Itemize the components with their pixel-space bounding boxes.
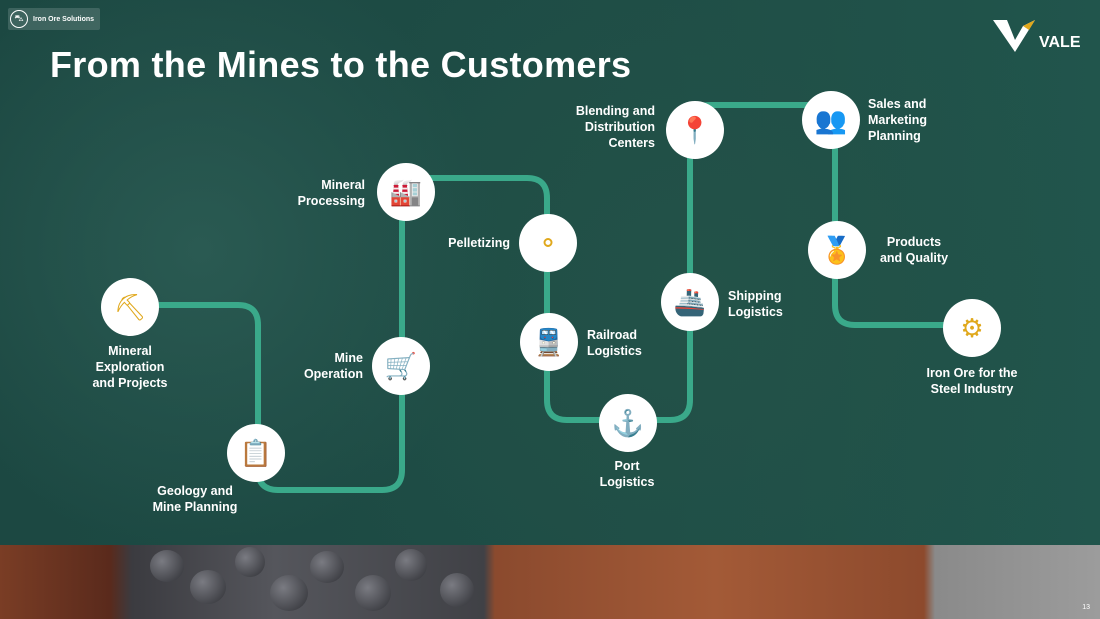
factory-icon: 🏭: [389, 176, 423, 207]
step-node-10: 👥: [802, 91, 860, 149]
step-label-8: Shipping Logistics: [728, 289, 783, 319]
step-label-3: Mine Operation: [303, 351, 363, 381]
vale-logo: VALE: [993, 18, 1080, 52]
page-number: 13: [1082, 604, 1090, 611]
step-node-4: 🏭: [377, 163, 435, 221]
step-node-9: 📍: [666, 101, 724, 159]
port-crane-icon: ⚓: [611, 407, 645, 438]
ore-texture-strip: [0, 545, 1100, 619]
step-node-3: 🛒: [372, 337, 430, 395]
step-label-11: Products and Quality: [879, 235, 949, 265]
quality-badge-icon: 🏅: [820, 234, 854, 265]
step-label-2: Geology and Mine Planning: [152, 484, 238, 514]
step-label-7: Port Logistics: [599, 459, 655, 489]
step-label-5: Pelletizing: [448, 236, 510, 250]
route-pin-icon: 📍: [678, 114, 712, 145]
people-icon: 👥: [814, 104, 848, 135]
pellets-icon: ⚬: [537, 227, 559, 258]
step-label-10: Sales and Marketing Planning: [868, 97, 928, 143]
ship-icon: 🚢: [673, 286, 707, 317]
logo-text: VALE: [1039, 34, 1081, 51]
pickaxe-icon: ⛏: [113, 291, 147, 322]
step-label-9: Blending and Distribution Centers: [575, 104, 655, 150]
mine-cart-icon: ⛍: [10, 10, 28, 28]
ladle-icon: ⚙: [960, 312, 984, 343]
step-node-2: 📋: [227, 424, 285, 482]
step-node-6: 🚆: [520, 313, 578, 371]
step-label-6: Railroad Logistics: [587, 328, 642, 358]
checklist-icon: 📋: [239, 437, 273, 468]
step-node-5: ⚬: [519, 214, 577, 272]
step-node-8: 🚢: [661, 273, 719, 331]
step-node-11: 🏅: [808, 221, 866, 279]
step-label-12: Iron Ore for the Steel Industry: [926, 366, 1018, 396]
step-label-1: Mineral Exploration and Projects: [92, 344, 168, 390]
train-icon: 🚆: [532, 326, 566, 357]
step-label-4: Mineral Processing: [297, 178, 365, 208]
section-badge: ⛍ Iron Ore Solutions: [8, 8, 101, 30]
page-title: From the Mines to the Customers: [50, 44, 632, 85]
step-node-7: ⚓: [599, 394, 657, 452]
section-badge-label: Iron Ore Solutions: [33, 15, 95, 23]
step-node-1: ⛏: [101, 278, 159, 336]
step-node-12: ⚙: [943, 299, 1001, 357]
value-chain-path: [130, 102, 972, 493]
mine-cart-icon: 🛒: [384, 350, 418, 381]
